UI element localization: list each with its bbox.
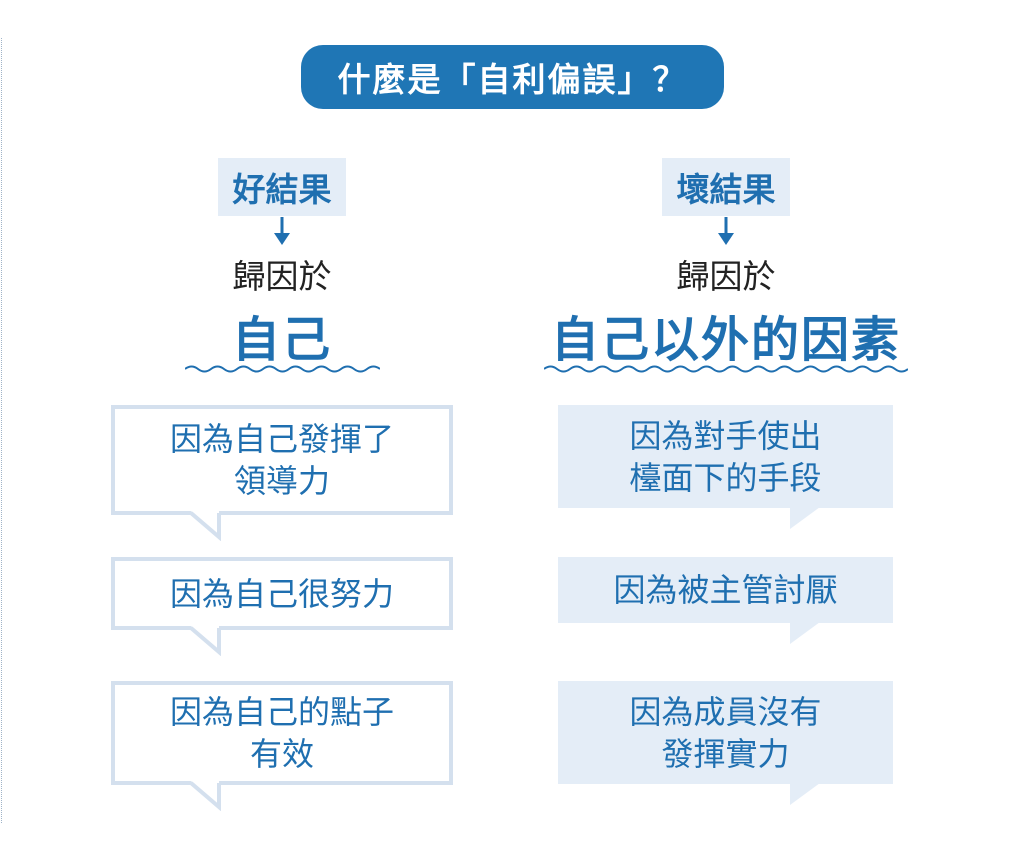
reason-line: 領導力 — [233, 462, 330, 500]
reason-line: 因為自己的點子 — [169, 693, 394, 731]
good-result-text: 好結果 — [232, 170, 332, 209]
reason-line: 因為自己發揮了 — [169, 420, 394, 458]
left-attribution-text: 歸因於 — [232, 257, 332, 296]
left-dotted-margin-line — [1, 38, 2, 823]
reason-line: 發揮實力 — [661, 734, 790, 773]
reason-line: 因為成員沒有 — [629, 692, 822, 731]
right-bubble-tail-2 — [790, 622, 820, 644]
bad-result-label: 壞結果 — [662, 158, 790, 216]
reason-line: 因為對手使出 — [629, 416, 822, 455]
right-attribution-text: 歸因於 — [676, 257, 776, 296]
good-result-label: 好結果 — [218, 158, 346, 216]
title-banner: 什麼是「自利偏誤」？ — [301, 45, 724, 109]
left-reason-bubble-1: 因為自己發揮了 領導力 — [111, 405, 453, 515]
left-cause-heading: 自己 — [231, 312, 332, 368]
reason-line: 因為自己很努力 — [169, 574, 394, 613]
right-reason-bubble-2: 因為被主管討厭 — [558, 557, 893, 623]
down-arrow-icon-right — [718, 217, 734, 245]
down-arrow-icon-left — [274, 217, 290, 245]
left-reason-bubble-3: 因為自己的點子 有效 — [111, 681, 453, 785]
left-wavy-underline — [185, 365, 380, 373]
right-bubble-tail-1 — [790, 507, 820, 529]
right-cause-heading: 自己以外的因素 — [550, 312, 901, 368]
title-text: 什麼是「自利偏誤」？ — [337, 60, 688, 99]
right-reason-bubble-1: 因為對手使出 檯面下的手段 — [558, 405, 893, 508]
right-wavy-underline — [544, 365, 908, 373]
left-bubble-tail-3 — [189, 781, 221, 811]
right-bubble-tail-3 — [790, 783, 820, 805]
left-reason-bubble-2: 因為自己很努力 — [111, 557, 453, 630]
right-reason-bubble-3: 因為成員沒有 發揮實力 — [558, 681, 893, 784]
bad-result-text: 壞結果 — [676, 170, 776, 209]
left-bubble-tail-1 — [189, 511, 221, 541]
reason-line: 因為被主管討厭 — [613, 571, 838, 609]
reason-line: 檯面下的手段 — [629, 458, 822, 497]
reason-line: 有效 — [249, 735, 314, 773]
left-bubble-tail-2 — [189, 626, 221, 656]
